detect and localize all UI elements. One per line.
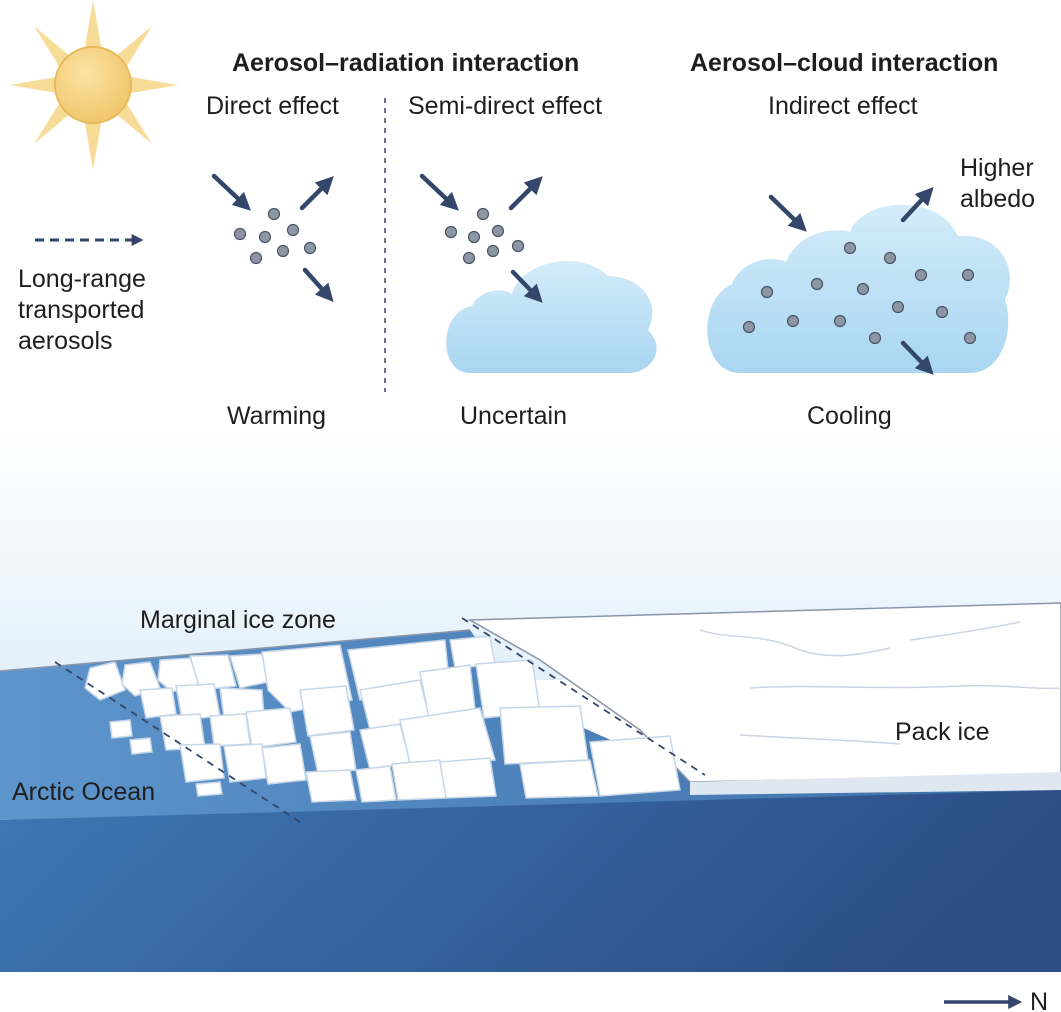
incoming-radiation-arrow [211,173,251,211]
ocean-horizon [0,629,471,672]
mi-zone-boundary-left [54,661,301,823]
higher-albedo-reflection-arrow [900,187,934,223]
scattered-radiation-arrow [299,176,334,211]
semi-direct-effect-label: Semi-direct effect [408,92,603,120]
warming-label: Warming [227,402,327,430]
marginal-ice-floes [84,635,681,803]
sun-icon [10,0,178,170]
semi-direct-scattered-arrow [508,176,543,211]
long-range-aerosols-label: Long-range transported aerosols [18,265,146,355]
semi-direct-absorbed-arrow [510,269,543,303]
semi-direct-cloud [446,260,657,373]
semi-direct-particles [444,207,525,265]
semi-direct-incoming-arrow [419,173,459,211]
aerosol-cloud-header: Aerosol–cloud interaction [690,49,999,77]
pack-ice-cracks [699,621,1061,745]
indirect-cloud-droplets [742,241,977,345]
direct-effect-label: Direct effect [206,92,339,120]
indirect-transmitted-arrow [900,340,934,375]
higher-albedo-label: Higher albedo [960,154,1036,213]
ocean-deep [0,772,1061,972]
marginal-ice-zone-label: Marginal ice zone [140,606,336,634]
transmitted-radiation-arrow [302,267,334,303]
north-label: N [1030,988,1049,1012]
aerosol-radiation-header: Aerosol–radiation interaction [232,49,580,77]
uncertain-label: Uncertain [460,402,567,430]
mi-zone-boundary-right [461,617,706,776]
pack-ice-label: Pack ice [895,718,990,746]
cooling-label: Cooling [807,402,892,430]
direct-effect-particles [233,207,317,265]
indirect-effect-label: Indirect effect [768,92,918,120]
indirect-incoming-arrow [768,194,807,232]
arctic-ocean-label: Arctic Ocean [12,778,156,806]
pack-ice-edge [690,772,1061,795]
